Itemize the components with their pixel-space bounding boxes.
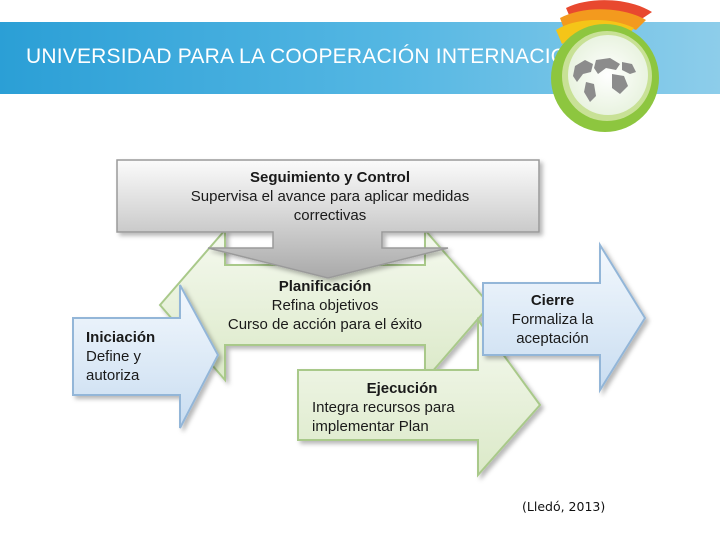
- planning-text: Planificación Refina objetivos Curso de …: [190, 277, 460, 334]
- closing-text: Cierre Formaliza la aceptación: [490, 291, 615, 348]
- execution-text: Ejecución Integra recursos para implemen…: [312, 379, 492, 436]
- control-box: [116, 159, 540, 279]
- initiation-title: Iniciación: [86, 329, 156, 346]
- initiation-arrow: [72, 284, 220, 429]
- execution-line-2: implementar Plan: [312, 418, 429, 435]
- control-title: Seguimiento y Control: [249, 169, 410, 186]
- control-line-1: Supervisa el avance para aplicar medidas: [190, 188, 470, 205]
- university-title: UNIVERSIDAD PARA LA COOPERACIÓN INTERNAC…: [26, 45, 609, 68]
- university-logo: [551, 0, 659, 132]
- control-text: Seguimiento y Control Supervisa el avanc…: [150, 168, 510, 225]
- planning-line-2: Curso de acción para el éxito: [227, 316, 423, 333]
- planning-title: Planificación: [278, 278, 372, 295]
- execution-arrow: [297, 316, 542, 478]
- closing-arrow: [482, 241, 647, 394]
- closing-line-2: aceptación: [516, 330, 589, 347]
- initiation-text: Iniciación Define y autoriza: [86, 328, 196, 385]
- control-line-2: correctivas: [293, 207, 367, 224]
- initiation-line-2: autoriza: [86, 367, 140, 384]
- initiation-line-1: Define y: [86, 348, 142, 365]
- execution-line-1: Integra recursos para: [312, 399, 455, 416]
- execution-title: Ejecución: [366, 380, 438, 397]
- citation: (Lledó, 2013): [522, 499, 606, 514]
- closing-line-1: Formaliza la: [511, 311, 594, 328]
- closing-title: Cierre: [530, 292, 575, 309]
- planning-line-1: Refina objetivos: [271, 297, 379, 314]
